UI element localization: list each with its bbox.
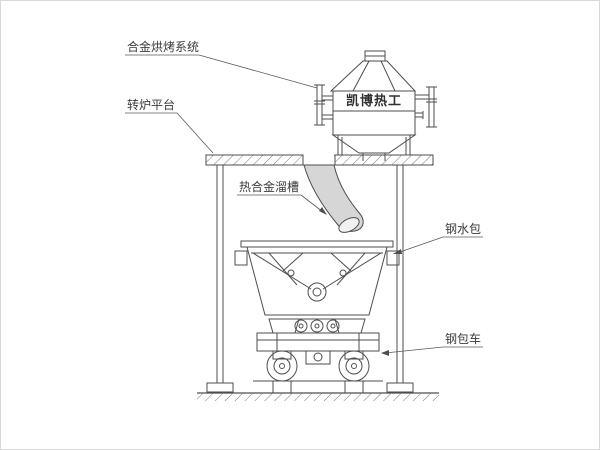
- label-ladle-car: 钢包车: [381, 331, 483, 356]
- ladle-car: [253, 318, 383, 394]
- support-frame: [206, 165, 414, 393]
- left-wheel: [266, 350, 298, 382]
- label-baking-system: 合金烘烤系统: [125, 39, 318, 89]
- chute-mouth: [338, 217, 360, 233]
- left-trunnion: [234, 250, 248, 266]
- left-base-plate: [206, 382, 234, 393]
- car-arrowhead: [381, 350, 389, 356]
- ladle-body: [246, 246, 388, 316]
- right-trunnion: [386, 250, 400, 266]
- ground: [197, 392, 439, 401]
- baking-unit: [329, 50, 417, 161]
- ladle-rim: [240, 240, 394, 248]
- annotations: 合金烘烤系统 转炉平台 热合金溜槽 钢水包 钢包车: [125, 39, 483, 356]
- ladle-arrowhead: [393, 249, 402, 254]
- steel-ladle: [234, 240, 400, 320]
- hot-alloy-chute: [303, 164, 364, 233]
- label-hot-alloy-chute: 热合金溜槽: [237, 179, 327, 215]
- converter-platform-deck: [205, 154, 434, 166]
- right-base-plate: [386, 382, 414, 393]
- steel-ladle-label: 钢水包: [445, 222, 481, 236]
- label-steel-ladle: 钢水包: [393, 222, 483, 254]
- car-deck: [256, 332, 380, 352]
- ladle-car-label: 钢包车: [445, 331, 481, 346]
- right-wheel: [338, 350, 370, 382]
- trunnion-hub: [307, 282, 327, 302]
- unit-hood: [329, 60, 417, 92]
- chute-arrowhead: [319, 207, 327, 215]
- piping: [314, 84, 437, 128]
- baking-system-label: 合金烘烤系统: [127, 39, 199, 54]
- drive-box: [305, 350, 331, 365]
- equipment-brand-text: 凯博热工: [346, 93, 402, 109]
- unit-hopper: [331, 134, 417, 154]
- converter-platform-label: 转炉平台: [127, 97, 175, 112]
- label-converter-platform: 转炉平台: [125, 97, 214, 154]
- hot-alloy-chute-label: 热合金溜槽: [239, 179, 299, 194]
